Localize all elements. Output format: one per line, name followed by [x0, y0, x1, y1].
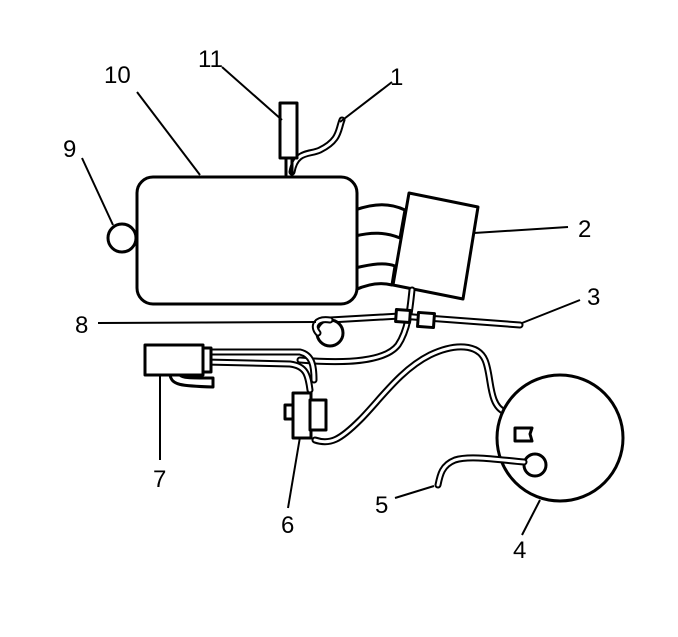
callout-3: 3 — [587, 284, 600, 311]
callout-labels: 1 11 10 9 2 3 8 7 6 5 4 — [63, 46, 600, 564]
leader-1 — [339, 81, 393, 123]
round-component-4 — [495, 373, 625, 503]
leader-8 — [97, 321, 317, 324]
leader-4 — [521, 499, 541, 536]
callout-10: 10 — [104, 62, 131, 89]
side-sensor — [106, 222, 138, 254]
leader-lines — [81, 66, 581, 536]
leader-9 — [81, 157, 114, 226]
leader-6 — [287, 436, 301, 509]
callout-9: 9 — [63, 136, 76, 163]
hose-1 — [288, 116, 346, 176]
fitting-8 — [311, 316, 345, 348]
callout-5: 5 — [375, 492, 388, 519]
leader-2 — [473, 226, 569, 234]
connector-7 — [143, 343, 318, 394]
leader-3 — [521, 299, 581, 324]
callout-6: 6 — [281, 512, 294, 539]
main-module — [135, 175, 359, 306]
leader-10 — [136, 91, 201, 176]
callout-11: 11 — [198, 46, 223, 73]
valve-6 — [283, 391, 328, 440]
line-3 — [326, 308, 524, 330]
callout-7: 7 — [153, 466, 166, 493]
callout-4: 4 — [513, 537, 526, 564]
leader-11 — [221, 66, 283, 121]
hose-5 — [434, 454, 528, 489]
top-connector — [278, 101, 299, 177]
callout-1: 1 — [390, 64, 403, 91]
callout-2: 2 — [578, 216, 591, 243]
canister — [391, 191, 480, 301]
leader-5 — [394, 485, 435, 499]
callout-8: 8 — [75, 312, 88, 339]
